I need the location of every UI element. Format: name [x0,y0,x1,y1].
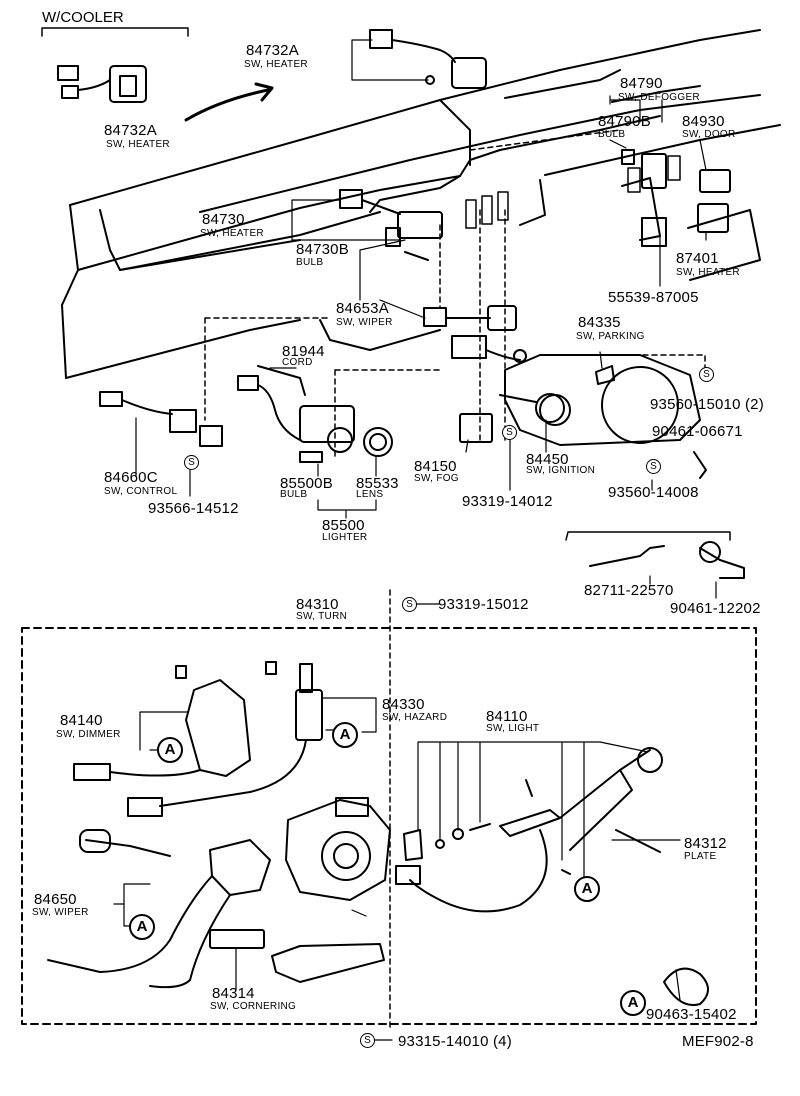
part-87401-name: SW, HEATER [676,267,740,278]
part-84450-name: SW, IGNITION [526,465,596,476]
part-84732A-top-name: SW, HEATER [244,59,308,70]
reference-a-symbol: A [157,737,183,763]
part-84732A-top-number: 84732A [246,42,299,59]
part-84314-number: 84314 [212,985,255,1002]
part-84312-name: PLATE [684,851,717,862]
part-85533-number: 85533 [356,475,399,492]
part-90461-06671-number: 90461-06671 [652,423,743,440]
part-93319-15012-number: 93319-15012 [438,596,529,613]
part-84140-number: 84140 [60,712,103,729]
part-82711-22570-number: 82711-22570 [584,582,674,599]
part-84790-name: SW, DEFOGGER [618,92,700,103]
part-85500B-number: 85500B [280,475,333,492]
part-84730-name: SW, HEATER [200,228,264,239]
reference-a-symbol: A [332,722,358,748]
part-84930-name: SW, DOOR [682,129,736,140]
screw-symbol: S [184,455,199,470]
part-84730B-number: 84730B [296,241,349,258]
screw-symbol: S [699,367,714,382]
part-84312-number: 84312 [684,835,727,852]
part-84790-number: 84790 [620,75,663,92]
part-84330-number: 84330 [382,696,425,713]
part-84314-name: SW, CORNERING [210,1001,297,1012]
part-90461-12202-number: 90461-12202 [670,600,761,617]
part-81944-number: 81944 [282,343,325,360]
part-93319-14012-number: 93319-14012 [462,493,553,510]
part-84660C-number: 84660C [104,469,158,486]
part-84790B-number: 84790B [598,113,651,130]
part-84110-name: SW, LIGHT [486,723,540,734]
part-90463-15402-number: 90463-15402 [646,1006,737,1023]
part-84110-number: 84110 [486,708,528,725]
part-93566-14512-number: 93566-14512 [148,500,239,517]
figure-code: MEF902-8 [682,1033,754,1050]
screw-symbol: S [646,459,661,474]
part-84732A-name: SW, HEATER [106,139,170,150]
reference-a-symbol: A [620,990,646,1016]
part-84150-name: SW, FOG [414,473,459,484]
part-84310-name: SW, TURN [296,611,348,622]
part-81944-name: CORD [282,357,313,368]
part-84150-number: 84150 [414,458,457,475]
part-84730-number: 84730 [202,211,245,228]
part-84660C-name: SW, CONTROL [104,486,178,497]
part-85500-number: 85500 [322,517,365,534]
reference-a-symbol: A [574,876,600,902]
screw-symbol: S [360,1033,375,1048]
part-84730B-name: BULB [296,257,324,268]
part-87401-number: 87401 [676,250,719,267]
part-84650-number: 84650 [34,891,77,908]
part-84335-number: 84335 [578,314,621,331]
part-84450-number: 84450 [526,451,569,468]
part-84930-number: 84930 [682,113,725,130]
part-93315-14010-number: 93315-14010 (4) [398,1033,512,1050]
part-93560-15010-number: 93560-15010 (2) [650,396,764,413]
screw-symbol: S [402,597,417,612]
part-84140-name: SW, DIMMER [56,729,121,740]
part-85533-name: LENS [356,489,384,500]
reference-a-symbol: A [129,914,155,940]
variant-header: W/COOLER [42,9,124,26]
part-85500B-name: BULB [280,489,308,500]
part-84790B-name: BULB [598,129,626,140]
part-93560-14008-number: 93560-14008 [608,484,699,501]
part-55539-number: 55539-87005 [608,289,699,306]
part-84330-name: SW, HAZARD [382,712,448,723]
part-84653A-number: 84653A [336,300,389,317]
part-84653A-name: SW, WIPER [336,317,393,328]
part-84732A-number: 84732A [104,122,157,139]
screw-symbol: S [502,425,517,440]
part-84335-name: SW, PARKING [576,331,645,342]
part-85500-name: LIGHTER [322,532,368,543]
part-84310-number: 84310 [296,596,339,613]
part-84650-name: SW, WIPER [32,907,89,918]
